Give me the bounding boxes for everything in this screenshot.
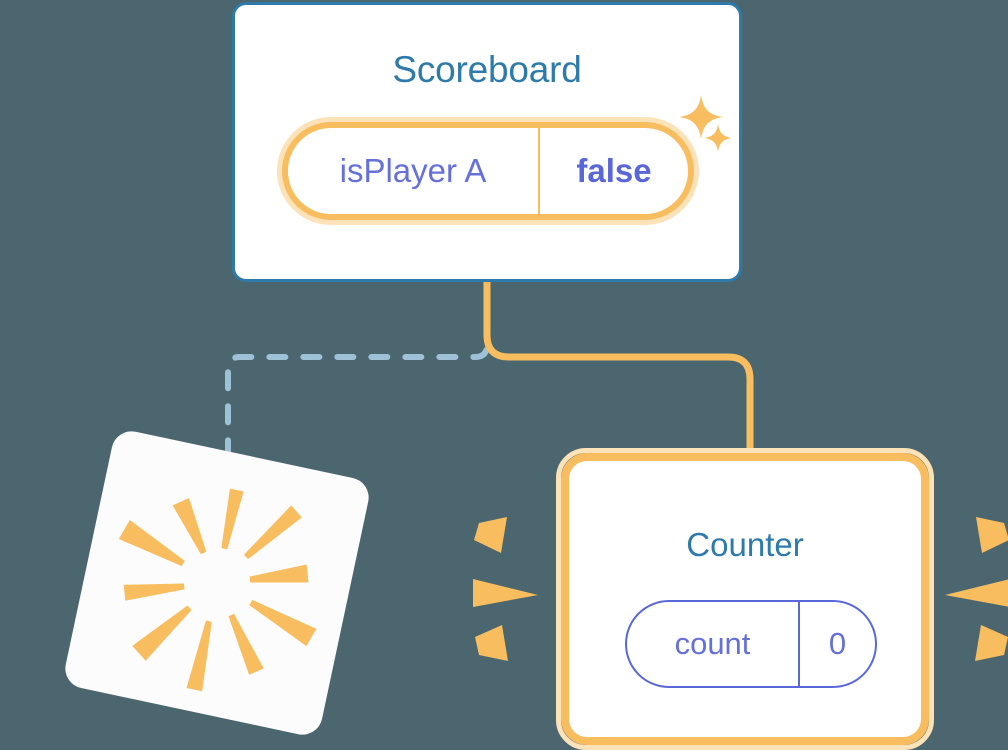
scoreboard-card[interactable]: Scoreboard isPlayer A false	[232, 2, 742, 282]
counter-state-key: count	[627, 602, 800, 686]
counter-card-surface: Counter count 0	[561, 453, 929, 745]
counter-title: Counter	[686, 526, 804, 563]
scoreboard-title: Scoreboard	[392, 49, 582, 90]
sparkle-small-icon	[704, 124, 732, 152]
blank-card[interactable]	[61, 427, 373, 739]
scoreboard-state-value: false	[576, 152, 652, 189]
sparkle-large-icon	[679, 95, 723, 139]
scoreboard-state-pill-glow: isPlayer A false	[277, 117, 699, 225]
connector-scoreboard-to-blank-card	[225, 279, 490, 471]
scoreboard-state-pill[interactable]: isPlayer A false	[282, 122, 694, 220]
connector-scoreboard-to-counter	[483, 282, 754, 470]
counter-state-value: 0	[828, 626, 847, 661]
counter-state-pill[interactable]: count 0	[625, 600, 877, 688]
scoreboard-state-key: isPlayer A	[288, 128, 540, 214]
counter-burst-left-icon	[473, 517, 538, 661]
blank-card-burst-icon	[118, 488, 317, 692]
counter-card[interactable]: Counter count 0	[556, 448, 934, 750]
counter-burst-right-icon	[945, 517, 1008, 661]
